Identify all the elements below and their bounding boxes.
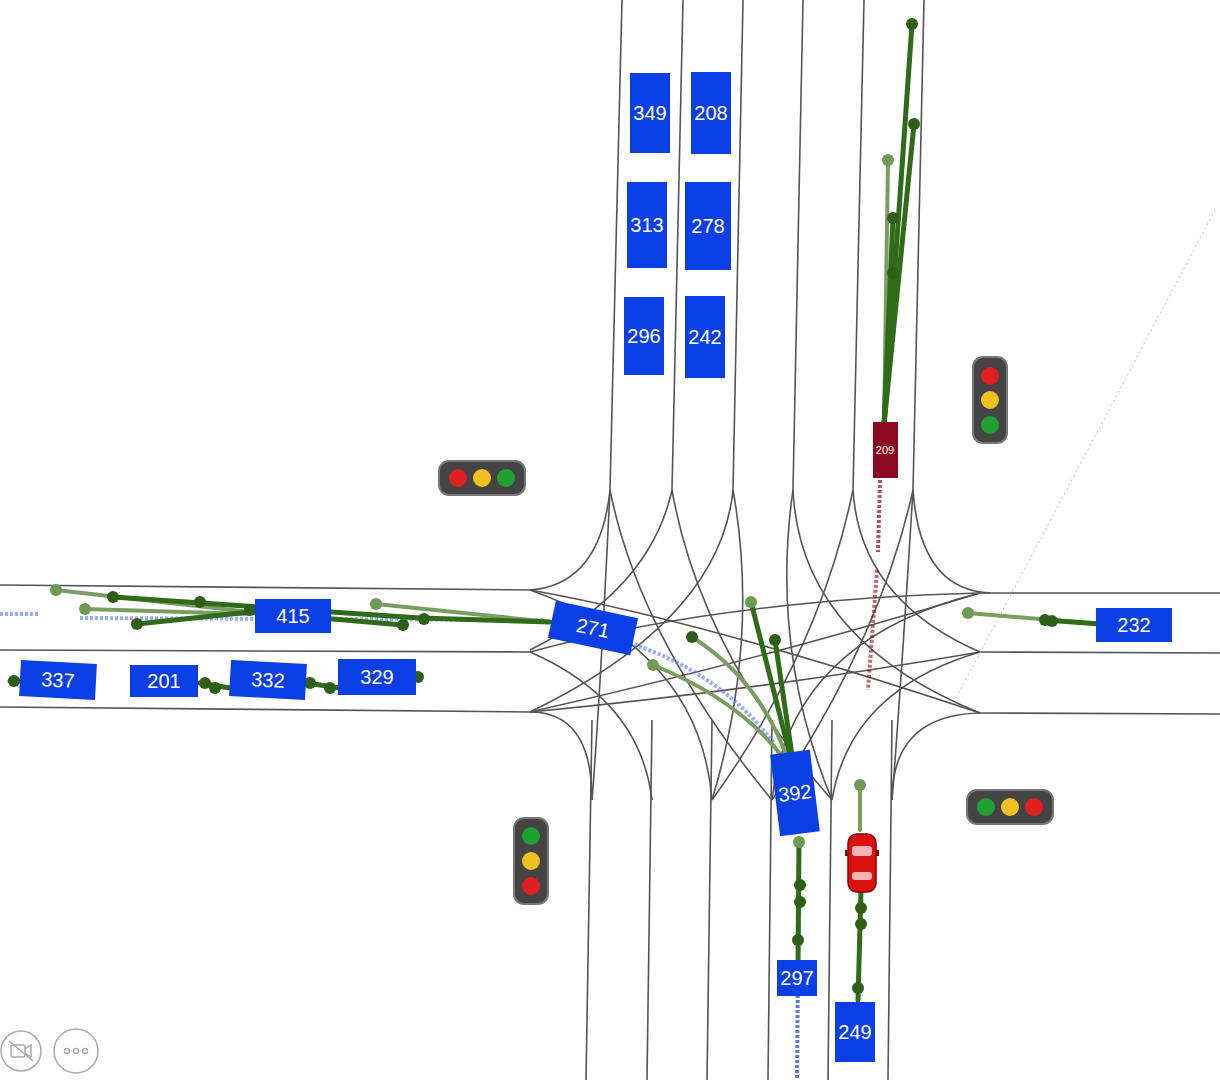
vehicle-box: 297 — [777, 960, 817, 996]
vehicle-id: 242 — [688, 327, 721, 347]
traffic-light — [973, 357, 1007, 443]
vehicle-id: 271 — [575, 615, 612, 642]
ego-car — [845, 834, 879, 892]
vehicle-box: 415 — [255, 599, 331, 633]
guide-line — [955, 210, 1215, 700]
vehicle-id: 415 — [276, 606, 309, 626]
vehicle-id: 209 — [876, 445, 894, 456]
vehicle-id: 349 — [633, 103, 666, 123]
vehicle-box: 278 — [685, 182, 731, 270]
planned-paths — [0, 480, 880, 1080]
vehicle-box: 349 — [630, 73, 670, 153]
vehicle-box: 332 — [229, 660, 307, 700]
vehicle-box: 337 — [19, 660, 97, 700]
vehicle-box: 329 — [338, 659, 416, 695]
vehicle-id: 332 — [251, 669, 285, 691]
traffic-light — [439, 461, 525, 495]
vehicle-box: 296 — [624, 297, 664, 375]
vehicle-id: 232 — [1117, 615, 1150, 635]
vehicle-box: 271 — [548, 601, 638, 656]
vehicle-id: 392 — [777, 781, 813, 805]
trajectories — [8, 18, 1100, 1000]
vehicle-box: 242 — [685, 296, 725, 378]
vehicle-box: 208 — [691, 72, 731, 154]
vehicle-id: 297 — [780, 968, 813, 988]
vehicle-id: 201 — [147, 671, 180, 691]
traffic-light — [514, 818, 548, 904]
vehicle-box: 201 — [130, 665, 198, 697]
vehicle-box-highlight: 209 — [873, 422, 898, 478]
vehicle-id: 208 — [694, 103, 727, 123]
vehicle-box: 249 — [835, 1002, 875, 1062]
vehicle-id: 329 — [360, 667, 393, 687]
traffic-light — [967, 790, 1053, 824]
vehicle-box: 232 — [1096, 608, 1172, 642]
vehicle-id: 313 — [630, 215, 663, 235]
vehicle-id: 278 — [691, 216, 724, 236]
control-icons — [1, 1029, 98, 1073]
vehicle-box: 313 — [627, 182, 667, 268]
vehicle-id: 337 — [41, 669, 75, 691]
vehicle-id: 296 — [627, 326, 660, 346]
vehicle-id: 249 — [838, 1022, 871, 1042]
vehicle-box: 392 — [770, 750, 820, 836]
